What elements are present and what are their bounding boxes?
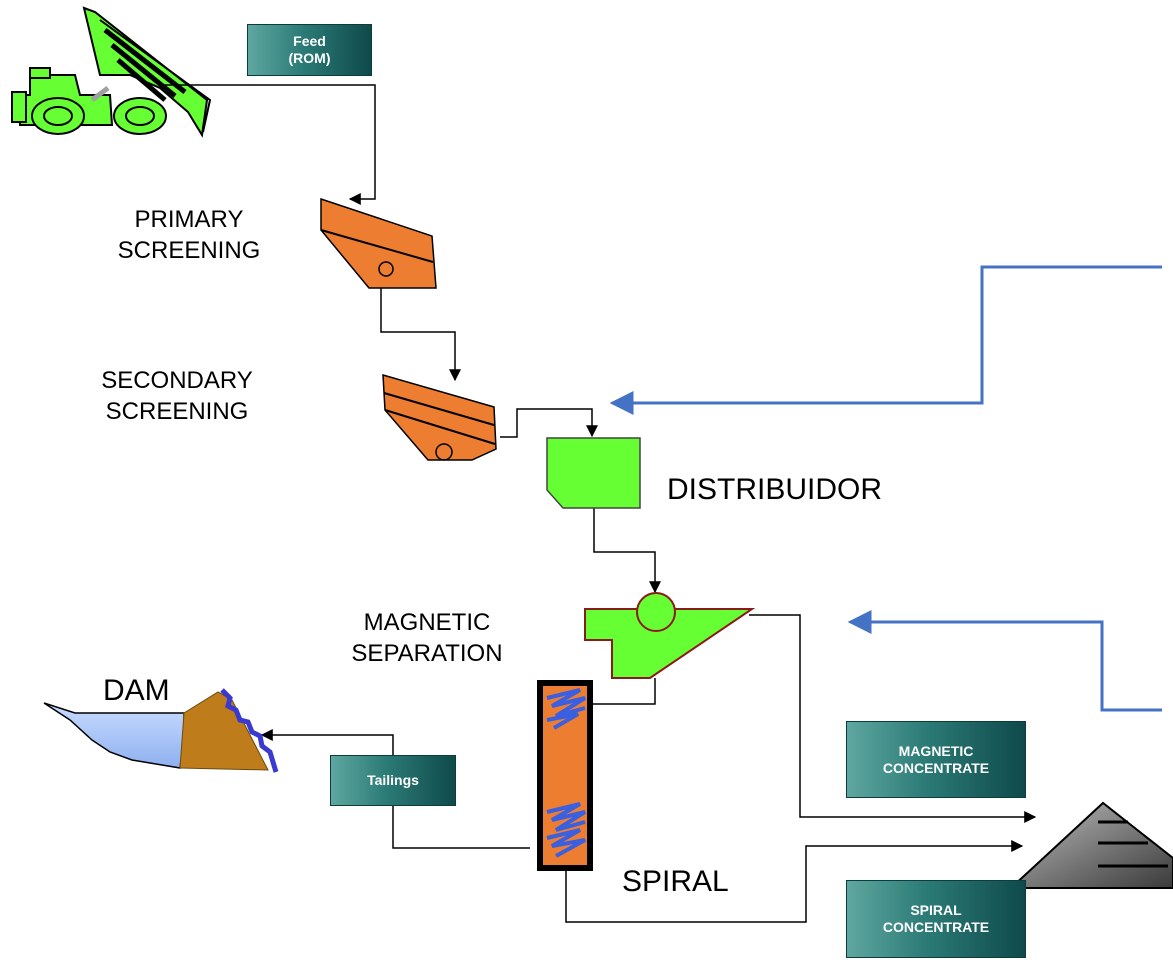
flow-spiral-to-pile (565, 796, 1024, 923)
magnetic-separator-icon (584, 592, 756, 679)
feed-rom-box: Feed (ROM) (247, 24, 372, 76)
spiral-concentrate-line2: CONCENTRATE (882, 919, 990, 935)
spiral-concentrator-icon (537, 680, 593, 871)
secondary-screen-icon (382, 373, 497, 461)
tailings-box: Tailings (330, 755, 456, 806)
primary-screening-line1: PRIMARY (134, 206, 244, 233)
magnetic-concentrate-line1: MAGNETIC (898, 742, 974, 759)
feed-box-line2: (ROM) (288, 50, 331, 66)
flow-distributor-to-magnetic (593, 508, 661, 594)
recycle-line-lower (847, 610, 1162, 712)
secondary-screening-label: SECONDARY SCREENING (68, 365, 286, 427)
dam-label: DAM (103, 674, 170, 707)
magnetic-separation-label: MAGNETIC SEPARATION (318, 607, 536, 669)
spiral-concentrate-box: SPIRAL CONCENTRATE (846, 880, 1026, 958)
primary-screening-line2: SCREENING (117, 237, 261, 264)
recycle-line-upper (609, 265, 1162, 415)
dump-truck-icon (11, 6, 212, 138)
spiral-concentrate-line1: SPIRAL (910, 902, 962, 918)
concentrate-pile-icon (1008, 801, 1173, 889)
flow-magnetic-to-pile (749, 614, 1037, 823)
feed-box-line1: Feed (293, 33, 326, 49)
secondary-screening-line1: SECONDARY (101, 367, 253, 394)
flow-primary-to-secondary (380, 288, 461, 382)
spiral-label: SPIRAL (622, 865, 729, 898)
magnetic-concentrate-box: MAGNETIC CONCENTRATE (846, 721, 1026, 798)
magnetic-separation-line2: SEPARATION (351, 640, 503, 667)
distributor-icon (546, 437, 641, 509)
recycle-lines (609, 265, 1162, 712)
primary-screening-label: PRIMARY SCREENING (80, 204, 298, 266)
tailings-dam-icon (43, 688, 279, 773)
flow-feed-to-primary (160, 84, 376, 205)
primary-screen-icon (320, 197, 437, 289)
secondary-screening-line2: SCREENING (105, 398, 249, 425)
tailings-box-text: Tailings (367, 772, 419, 788)
flow-secondary-to-distributor (500, 408, 598, 438)
magnetic-separation-line1: MAGNETIC (363, 609, 491, 636)
distribuidor-label: DISTRIBUIDOR (667, 473, 883, 506)
magnetic-concentrate-line2: CONCENTRATE (882, 759, 990, 776)
